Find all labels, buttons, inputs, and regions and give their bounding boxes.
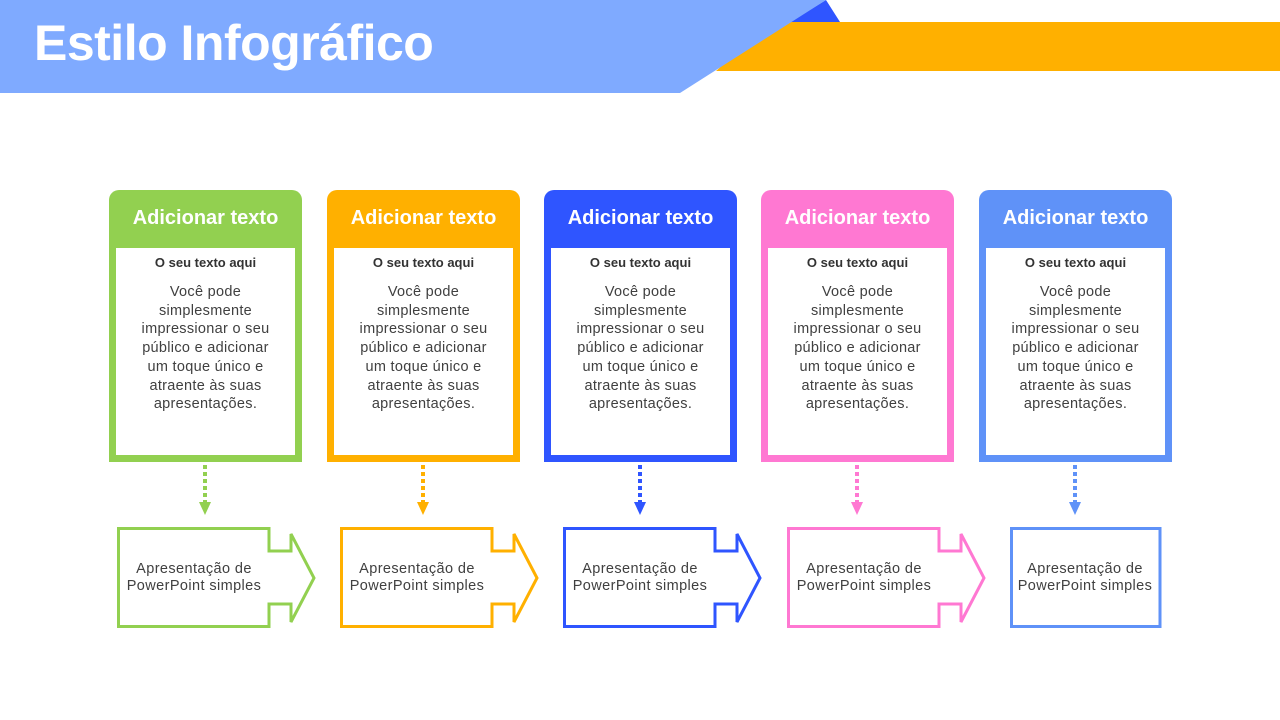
step-subtitle: O seu texto aqui xyxy=(154,255,257,270)
step-content: O seu texto aqui Você pode simplesmente … xyxy=(116,248,295,455)
result-text: Apresentação de PowerPoint simples xyxy=(796,560,932,594)
step-subtitle: O seu texto aqui xyxy=(1024,255,1127,270)
step-result-box: Apresentação de PowerPoint simples xyxy=(787,527,987,628)
step-content: O seu texto aqui Você pode simplesmente … xyxy=(551,248,730,455)
result-text: Apresentação de PowerPoint simples xyxy=(1017,560,1153,594)
step-card: Adicionar texto O seu texto aqui Você po… xyxy=(544,190,737,462)
page-title: Estilo Infográfico xyxy=(34,15,434,71)
step-body: Você pode simplesmente impressionar o se… xyxy=(793,284,922,413)
step-subtitle: O seu texto aqui xyxy=(589,255,692,270)
step-title: Adicionar texto xyxy=(567,207,714,229)
step-body: Você pode simplesmente impressionar o se… xyxy=(359,284,488,413)
step-title: Adicionar texto xyxy=(350,207,497,229)
result-box-outline xyxy=(1010,527,1162,628)
result-text: Apresentação de PowerPoint simples xyxy=(349,560,485,594)
step-result-box: Apresentação de PowerPoint simples xyxy=(1010,527,1210,628)
step-content: O seu texto aqui Você pode simplesmente … xyxy=(768,248,947,455)
step-card: Adicionar texto O seu texto aqui Você po… xyxy=(327,190,520,462)
arrow-right-outline-icon xyxy=(340,527,539,628)
step-title: Adicionar texto xyxy=(784,207,931,229)
step-title: Adicionar texto xyxy=(132,207,279,229)
accent-bar xyxy=(716,22,1280,71)
dotted-arrow-down-icon xyxy=(1069,465,1081,515)
arrow-right-outline-icon xyxy=(117,527,316,628)
dotted-arrow-down-icon xyxy=(851,465,863,515)
step-subtitle: O seu texto aqui xyxy=(372,255,475,270)
step-content: O seu texto aqui Você pode simplesmente … xyxy=(986,248,1165,455)
arrow-right-outline-icon xyxy=(787,527,986,628)
accent-triangle xyxy=(790,0,840,22)
step-card: Adicionar texto O seu texto aqui Você po… xyxy=(979,190,1172,462)
step-title: Adicionar texto xyxy=(1002,207,1149,229)
step-card: Adicionar texto O seu texto aqui Você po… xyxy=(761,190,954,462)
header-banner xyxy=(0,0,1280,93)
step-subtitle: O seu texto aqui xyxy=(806,255,909,270)
step-result-box: Apresentação de PowerPoint simples xyxy=(117,527,317,628)
result-text: Apresentação de PowerPoint simples xyxy=(572,560,708,594)
step-result-box: Apresentação de PowerPoint simples xyxy=(340,527,540,628)
result-text: Apresentação de PowerPoint simples xyxy=(126,560,262,594)
step-body: Você pode simplesmente impressionar o se… xyxy=(141,284,270,413)
step-body: Você pode simplesmente impressionar o se… xyxy=(1011,284,1140,413)
arrow-right-outline-icon xyxy=(563,527,762,628)
dotted-arrow-down-icon xyxy=(199,465,211,515)
dotted-arrow-down-icon xyxy=(634,465,646,515)
step-content: O seu texto aqui Você pode simplesmente … xyxy=(334,248,513,455)
step-body: Você pode simplesmente impressionar o se… xyxy=(576,284,705,413)
step-result-box: Apresentação de PowerPoint simples xyxy=(563,527,763,628)
title-band xyxy=(0,0,826,93)
dotted-arrow-down-icon xyxy=(417,465,429,515)
step-card: Adicionar texto O seu texto aqui Você po… xyxy=(109,190,302,462)
